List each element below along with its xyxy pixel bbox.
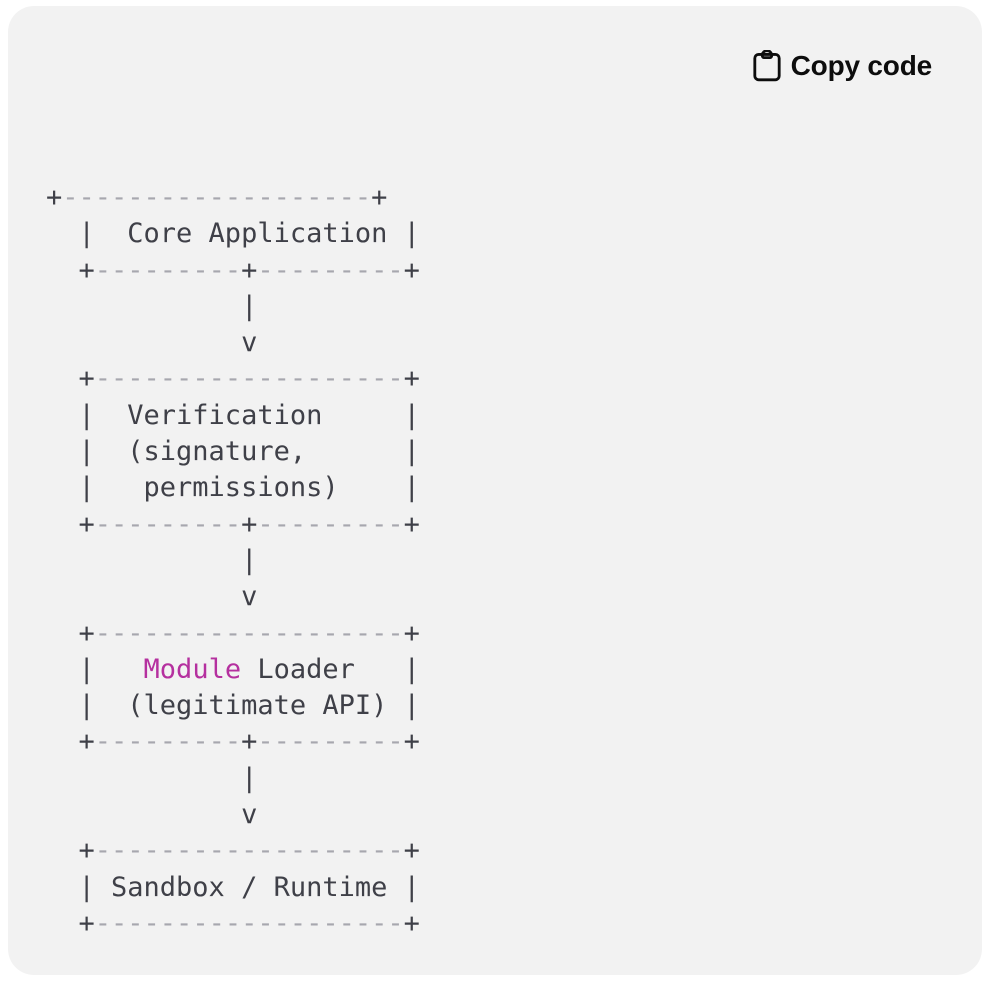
code-block-toolbar: Copy code: [8, 6, 982, 138]
ascii-code-content: +-------------------+ | Core Application…: [46, 182, 420, 939]
ascii-architecture-diagram: +-------------------+ | Core Application…: [46, 180, 982, 942]
copy-code-label: Copy code: [790, 50, 933, 81]
clipboard-icon: [752, 49, 782, 82]
copy-code-button[interactable]: Copy code: [752, 49, 933, 82]
code-block-body: +-------------------+ | Core Application…: [8, 138, 982, 975]
code-block-panel: Copy code +-------------------+ | Core A…: [8, 6, 982, 975]
